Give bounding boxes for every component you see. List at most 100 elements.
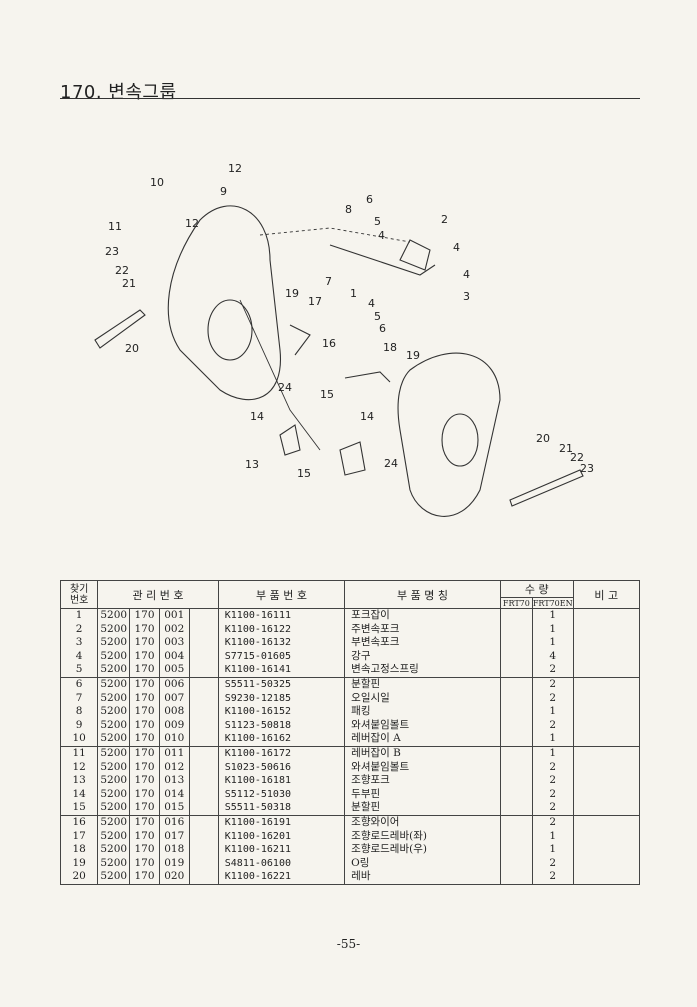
part-number: K1100-16122: [224, 623, 291, 635]
qty-frt70: [501, 678, 532, 692]
row-number: 14: [72, 787, 86, 800]
callout-10: 10: [150, 176, 164, 189]
mgmt-blank: [190, 609, 218, 623]
part-number: S1023-50616: [224, 761, 291, 773]
remark: [574, 719, 639, 733]
mgmt-3: 004: [164, 649, 185, 662]
mgmt-2: 170: [134, 705, 155, 718]
remark: [574, 623, 639, 637]
part-name: 오일시일: [351, 691, 390, 704]
mgmt-blank: [190, 816, 218, 830]
mgmt-2: 170: [134, 870, 155, 883]
lever-right: [509, 469, 584, 507]
remark: [574, 636, 639, 650]
row-number: 10: [72, 732, 86, 745]
mgmt-1: 5200: [100, 760, 128, 773]
mgmt-1: 5200: [100, 732, 128, 745]
header-mgmt: 관 리 번 호: [97, 580, 219, 609]
part-name: 주변속포크: [351, 622, 400, 635]
part-name: 분할핀: [351, 677, 381, 690]
left-housing: [167, 205, 281, 401]
part-name: 변속고정스프링: [351, 663, 419, 676]
remark: [574, 870, 639, 884]
callout-22b: 22: [570, 451, 584, 464]
mgmt-3: 006: [164, 677, 185, 690]
row-number: 13: [72, 774, 86, 787]
header-remark: 비 고: [572, 580, 641, 609]
qty-frt70: [501, 719, 532, 733]
mgmt-1: 5200: [100, 801, 128, 814]
mgmt-1: 5200: [100, 677, 128, 690]
part-name: 조향포크: [351, 774, 390, 787]
right-housing-bore: [441, 413, 479, 467]
remark: [574, 830, 639, 844]
mgmt-2: 170: [134, 663, 155, 676]
part-name: 와셔붙임볼트: [351, 760, 410, 773]
callout-23: 23: [105, 245, 119, 258]
page-number: -55-: [336, 937, 361, 951]
remark-cell: [572, 676, 641, 747]
mgmt-3: 015: [164, 801, 185, 814]
qty-frt70: [501, 761, 532, 775]
mgmt-3: 009: [164, 718, 185, 731]
part-number: S7715-01605: [224, 650, 291, 662]
mgmt-3: 005: [164, 663, 185, 676]
mgmt-3: 008: [164, 705, 185, 718]
mgmt-2: 170: [134, 856, 155, 869]
page-title: 170. 변속그룹: [60, 82, 177, 103]
mgmt-3: 001: [164, 609, 185, 621]
row-number: 19: [72, 856, 86, 869]
qty-frt70en: 1: [549, 746, 557, 759]
part-name: 두부핀: [351, 787, 381, 800]
qty-frt70-cell: [499, 745, 533, 816]
part-name: 조향로드레바(우): [351, 843, 427, 856]
callout-6: 6: [366, 193, 373, 206]
steering-rod-left: [289, 324, 311, 356]
callout-2: 2: [441, 213, 448, 226]
mgmt-blank: [190, 623, 218, 637]
callout-21: 21: [122, 277, 136, 290]
qty-frt70: [501, 801, 532, 815]
row-number: 9: [75, 718, 83, 731]
mgmt-blank: [190, 843, 218, 857]
qty-frt70en: 2: [549, 787, 557, 800]
mgmt-blank: [190, 650, 218, 664]
qty-frt70en: 2: [549, 718, 557, 731]
header-qty-frt70: FRT70: [499, 597, 533, 609]
mgmt-2: 170: [134, 718, 155, 731]
row-number: 3: [75, 636, 83, 649]
remark: [574, 843, 639, 857]
mgmt-2: 170: [134, 829, 155, 842]
part-number: S5511-50325: [224, 678, 291, 690]
row-number: 5: [75, 663, 83, 676]
mgmt-blank-cell: [188, 745, 219, 816]
callout-13: 13: [245, 458, 259, 471]
mgmt-3: 017: [164, 829, 185, 842]
mgmt-3: 014: [164, 787, 185, 800]
remark: [574, 761, 639, 775]
callout-4b: 4: [368, 297, 375, 310]
qty-frt70-cell: [499, 814, 533, 885]
mgmt-blank: [190, 678, 218, 692]
qty-frt70: [501, 663, 532, 677]
header-qty-frt70en: FRT70EN: [531, 597, 574, 609]
mgmt-3: 010: [164, 732, 185, 745]
qty-frt70en: 1: [549, 705, 557, 718]
mgmt-1: 5200: [100, 718, 128, 731]
qty-frt70: [501, 870, 532, 884]
mgmt-2: 170: [134, 774, 155, 787]
mgmt-1: 5200: [100, 829, 128, 842]
row-number: 6: [75, 677, 83, 690]
row-number: 1: [75, 609, 83, 621]
qty-frt70: [501, 650, 532, 664]
mgmt-2: 170: [134, 636, 155, 649]
